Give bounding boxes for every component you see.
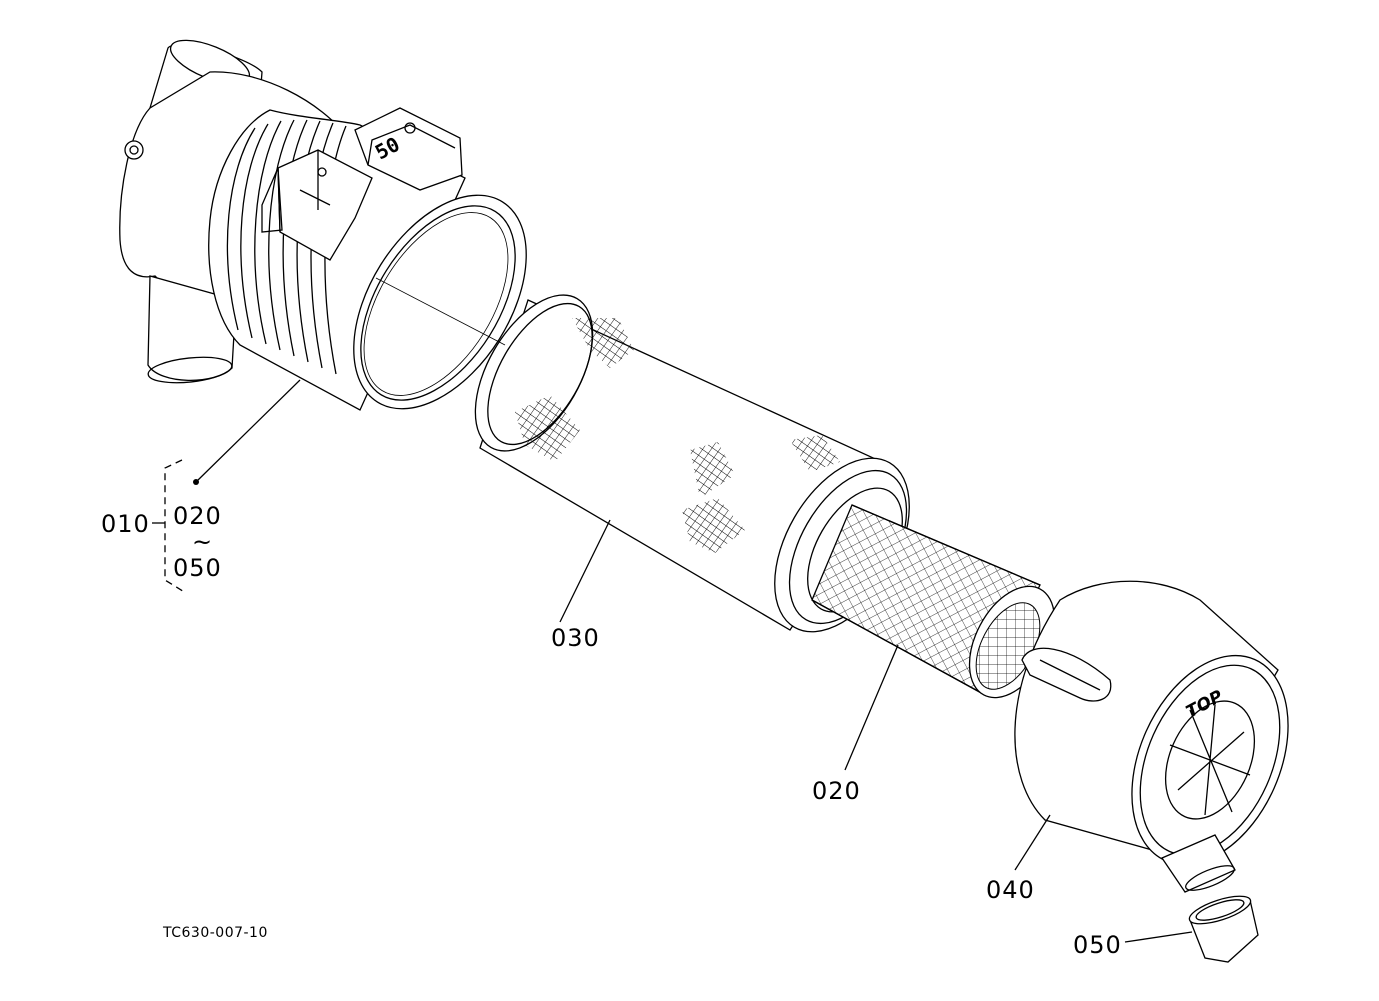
range-tilde: ~ [192, 528, 214, 556]
leader-lines [152, 277, 1193, 943]
inner-safety-element[interactable] [811, 504, 1072, 712]
callout-020-range-start[interactable]: 020 [173, 502, 222, 530]
callout-050[interactable]: 050 [1073, 931, 1122, 959]
callout-020[interactable]: 020 [812, 777, 861, 805]
callout-040[interactable]: 040 [986, 876, 1035, 904]
air-cleaner-housing[interactable]: 50 [119, 31, 562, 439]
air-cleaner-cover[interactable]: TOP [1014, 580, 1319, 895]
evacuator-valve[interactable] [1186, 891, 1259, 963]
callout-030[interactable]: 030 [551, 624, 600, 652]
drawing-code: TC630-007-10 [163, 925, 268, 941]
callout-050-range-end[interactable]: 050 [173, 554, 222, 582]
callout-010[interactable]: 010 [101, 510, 150, 538]
